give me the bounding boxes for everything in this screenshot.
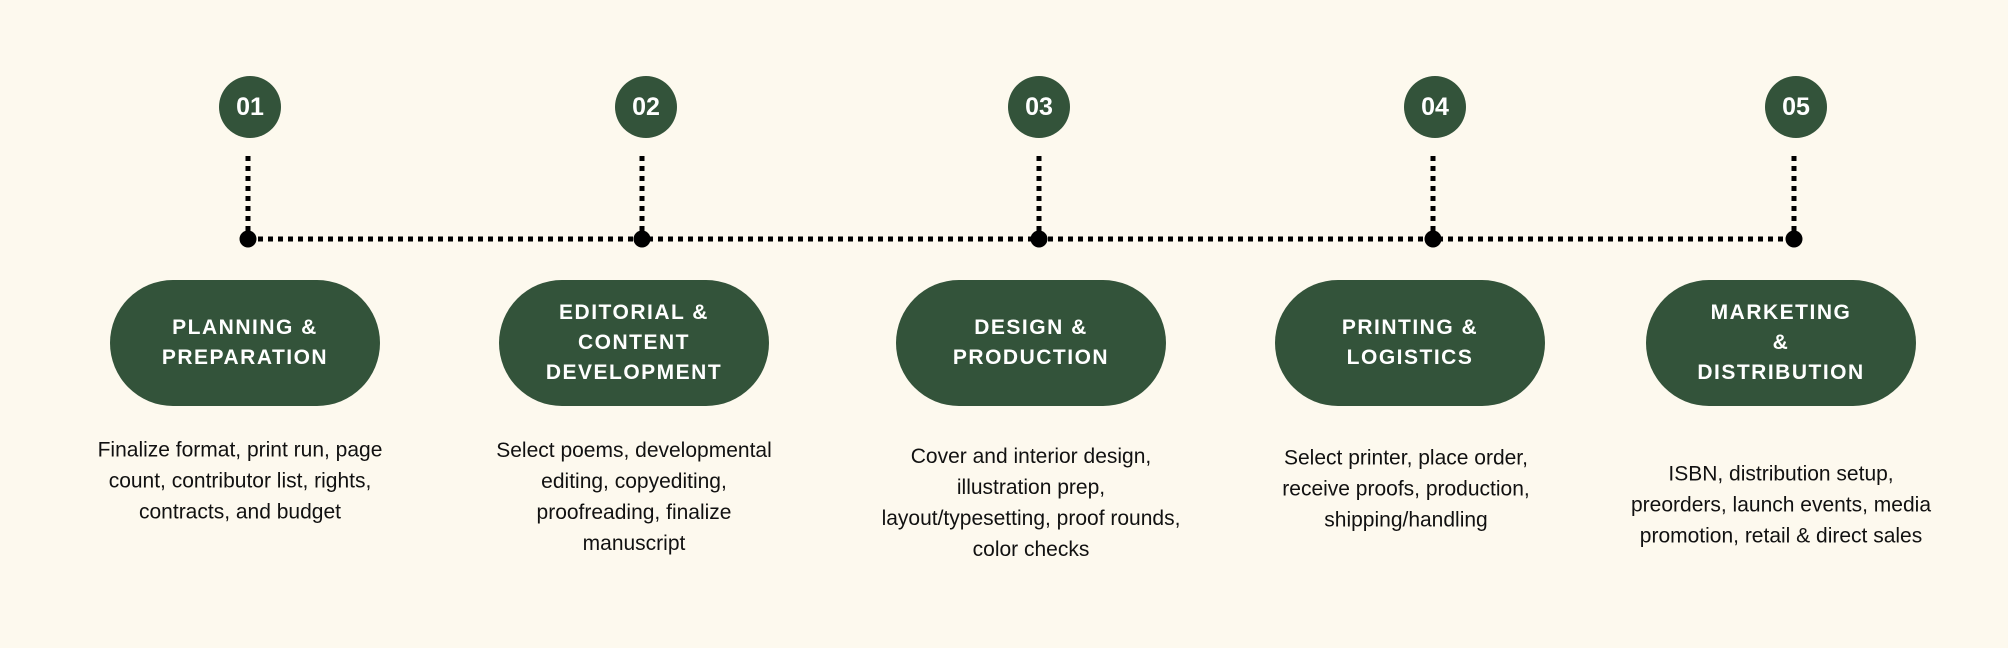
step-1-node-dot <box>239 230 257 248</box>
step-5-number: 05 <box>1782 92 1810 121</box>
step-3-number-badge: 03 <box>1008 76 1070 138</box>
step-2-number: 02 <box>632 92 660 121</box>
step-3-node-dot <box>1030 230 1048 248</box>
step-4-number: 04 <box>1421 92 1449 121</box>
step-1-description: Finalize format, print run, page count, … <box>97 438 383 524</box>
step-5-number-badge: 05 <box>1765 76 1827 138</box>
step-2-title-pill: EDITORIAL & CONTENT DEVELOPMENT <box>499 280 769 406</box>
step-3-title: DESIGN & PRODUCTION <box>952 316 1110 369</box>
step-4-number-badge: 04 <box>1404 76 1466 138</box>
step-1-number-badge: 01 <box>219 76 281 138</box>
step-1-title: PLANNING & PREPARATION <box>161 316 329 369</box>
step-5-title-pill: MARKETING & DISTRIBUTION <box>1646 280 1916 406</box>
step-3-description: Cover and interior design, illustration … <box>881 445 1181 561</box>
step-3-title-pill: DESIGN & PRODUCTION <box>896 280 1166 406</box>
step-5-title: MARKETING & DISTRIBUTION <box>1697 301 1865 384</box>
step-5-description: ISBN, distribution setup, preorders, lau… <box>1631 462 1931 548</box>
step-2-description: Select poems, developmental editing, cop… <box>496 439 772 555</box>
step-4-title: PRINTING & LOGISTICS <box>1341 316 1479 369</box>
step-4-node-dot <box>1424 230 1442 248</box>
step-4-title-pill: PRINTING & LOGISTICS <box>1275 280 1545 406</box>
step-2-number-badge: 02 <box>615 76 677 138</box>
step-1-number: 01 <box>236 92 264 121</box>
step-3-number: 03 <box>1025 92 1053 121</box>
step-2-title: EDITORIAL & CONTENT DEVELOPMENT <box>545 301 723 384</box>
step-2-node-dot <box>633 230 651 248</box>
step-5-node-dot <box>1785 230 1803 248</box>
step-4-description: Select printer, place order, receive pro… <box>1282 446 1530 532</box>
step-1-title-pill: PLANNING & PREPARATION <box>110 280 380 406</box>
